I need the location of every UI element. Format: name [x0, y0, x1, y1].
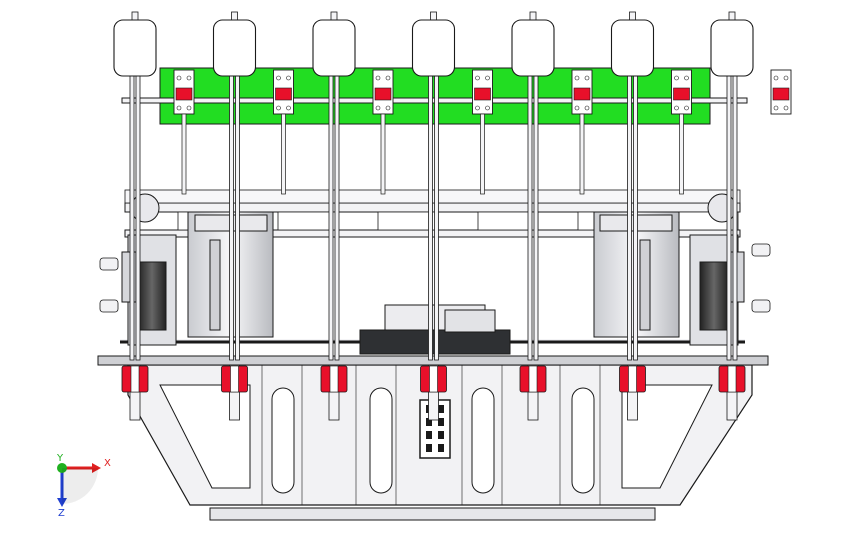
guide-rod — [533, 69, 539, 361]
gripper-unit — [610, 11, 692, 361]
gripper-unit — [113, 11, 195, 361]
guide-rail-left — [209, 239, 221, 331]
z-axis-label: Z — [58, 508, 65, 519]
clamp-bracket-icon — [571, 69, 593, 115]
pneumatic-cylinder-icon — [411, 19, 456, 77]
gripper-unit — [411, 11, 493, 361]
z-axis-arrowhead — [57, 498, 67, 507]
guide-rod — [527, 69, 533, 361]
guide-rail-right — [639, 239, 651, 331]
plunger-rod — [579, 113, 585, 195]
roller-wheel-icon — [519, 364, 547, 421]
motor-winding-right — [699, 261, 729, 331]
guide-rod — [135, 69, 141, 361]
pneumatic-fitting-icon — [751, 299, 771, 313]
motor-hub-left — [130, 193, 160, 223]
base-slot — [471, 387, 495, 494]
plunger-rod — [380, 113, 386, 195]
guide-rod — [328, 69, 334, 361]
guide-rod — [434, 69, 439, 361]
pneumatic-cylinder-icon — [113, 19, 157, 77]
module-contact — [426, 431, 432, 439]
base-foot — [209, 507, 656, 521]
base-slot — [369, 387, 393, 494]
x-axis-label: X — [104, 458, 111, 469]
base-frame — [127, 364, 753, 521]
pneumatic-cylinder-icon — [212, 19, 257, 77]
guide-rod — [726, 69, 732, 361]
guide-rod — [627, 69, 632, 361]
plunger-rod — [281, 113, 286, 195]
module-contact — [438, 444, 444, 452]
plunger-rod — [480, 113, 485, 195]
pneumatic-cylinder-icon — [312, 19, 356, 77]
lower-platform-plate — [97, 355, 769, 366]
guide-rod — [229, 69, 234, 361]
gripper-unit — [312, 11, 394, 361]
roller-wheel-icon — [718, 364, 746, 421]
triad-shadow — [62, 468, 98, 504]
base-left-arch — [159, 384, 251, 489]
roller-wheel-icon — [619, 364, 646, 421]
clamp-bracket-icon — [372, 69, 394, 115]
motor-hub-right — [707, 193, 737, 223]
module-contact — [438, 431, 444, 439]
pneumatic-fitting-icon — [99, 299, 119, 313]
x-axis-arrowhead — [92, 463, 101, 473]
guide-rod — [129, 69, 135, 361]
pneumatic-cylinder-icon — [710, 19, 754, 77]
axis-triad: X Y Z — [56, 453, 111, 519]
module-contact — [426, 444, 432, 452]
plunger-rod — [679, 113, 684, 195]
pneumatic-cylinder-icon — [610, 19, 655, 77]
guide-rod — [235, 69, 240, 361]
gripper-unit — [212, 11, 294, 361]
gear-motor-output — [444, 309, 496, 333]
guide-rod — [633, 69, 638, 361]
clamp-bracket-icon — [770, 69, 792, 115]
pneumatic-fitting-icon — [751, 243, 771, 257]
base-slot — [271, 387, 295, 494]
roller-wheel-icon — [420, 364, 447, 421]
pneumatic-cylinder-icon — [511, 19, 555, 77]
base-right-arch — [621, 384, 713, 489]
gripper-unit — [710, 11, 792, 361]
module-contact — [438, 405, 444, 413]
y-axis-dot — [57, 463, 67, 473]
clamp-bracket-icon — [671, 69, 692, 115]
y-axis-label: Y — [56, 453, 64, 464]
motor-winding-left — [137, 261, 167, 331]
guide-rod — [732, 69, 738, 361]
plunger-rod — [181, 113, 187, 195]
module-contact — [426, 418, 432, 426]
clamp-bracket-icon — [472, 69, 493, 115]
pneumatic-fitting-icon — [99, 257, 119, 271]
clamp-bracket-icon — [273, 69, 294, 115]
guide-rod — [428, 69, 433, 361]
gripper-unit — [511, 11, 593, 361]
roller-wheel-icon — [320, 364, 348, 421]
module-contact — [438, 418, 444, 426]
guide-rod — [334, 69, 340, 361]
base-slot — [571, 387, 595, 494]
clamp-bracket-icon — [173, 69, 195, 115]
roller-wheel-icon — [121, 364, 149, 421]
roller-wheel-icon — [221, 364, 248, 421]
